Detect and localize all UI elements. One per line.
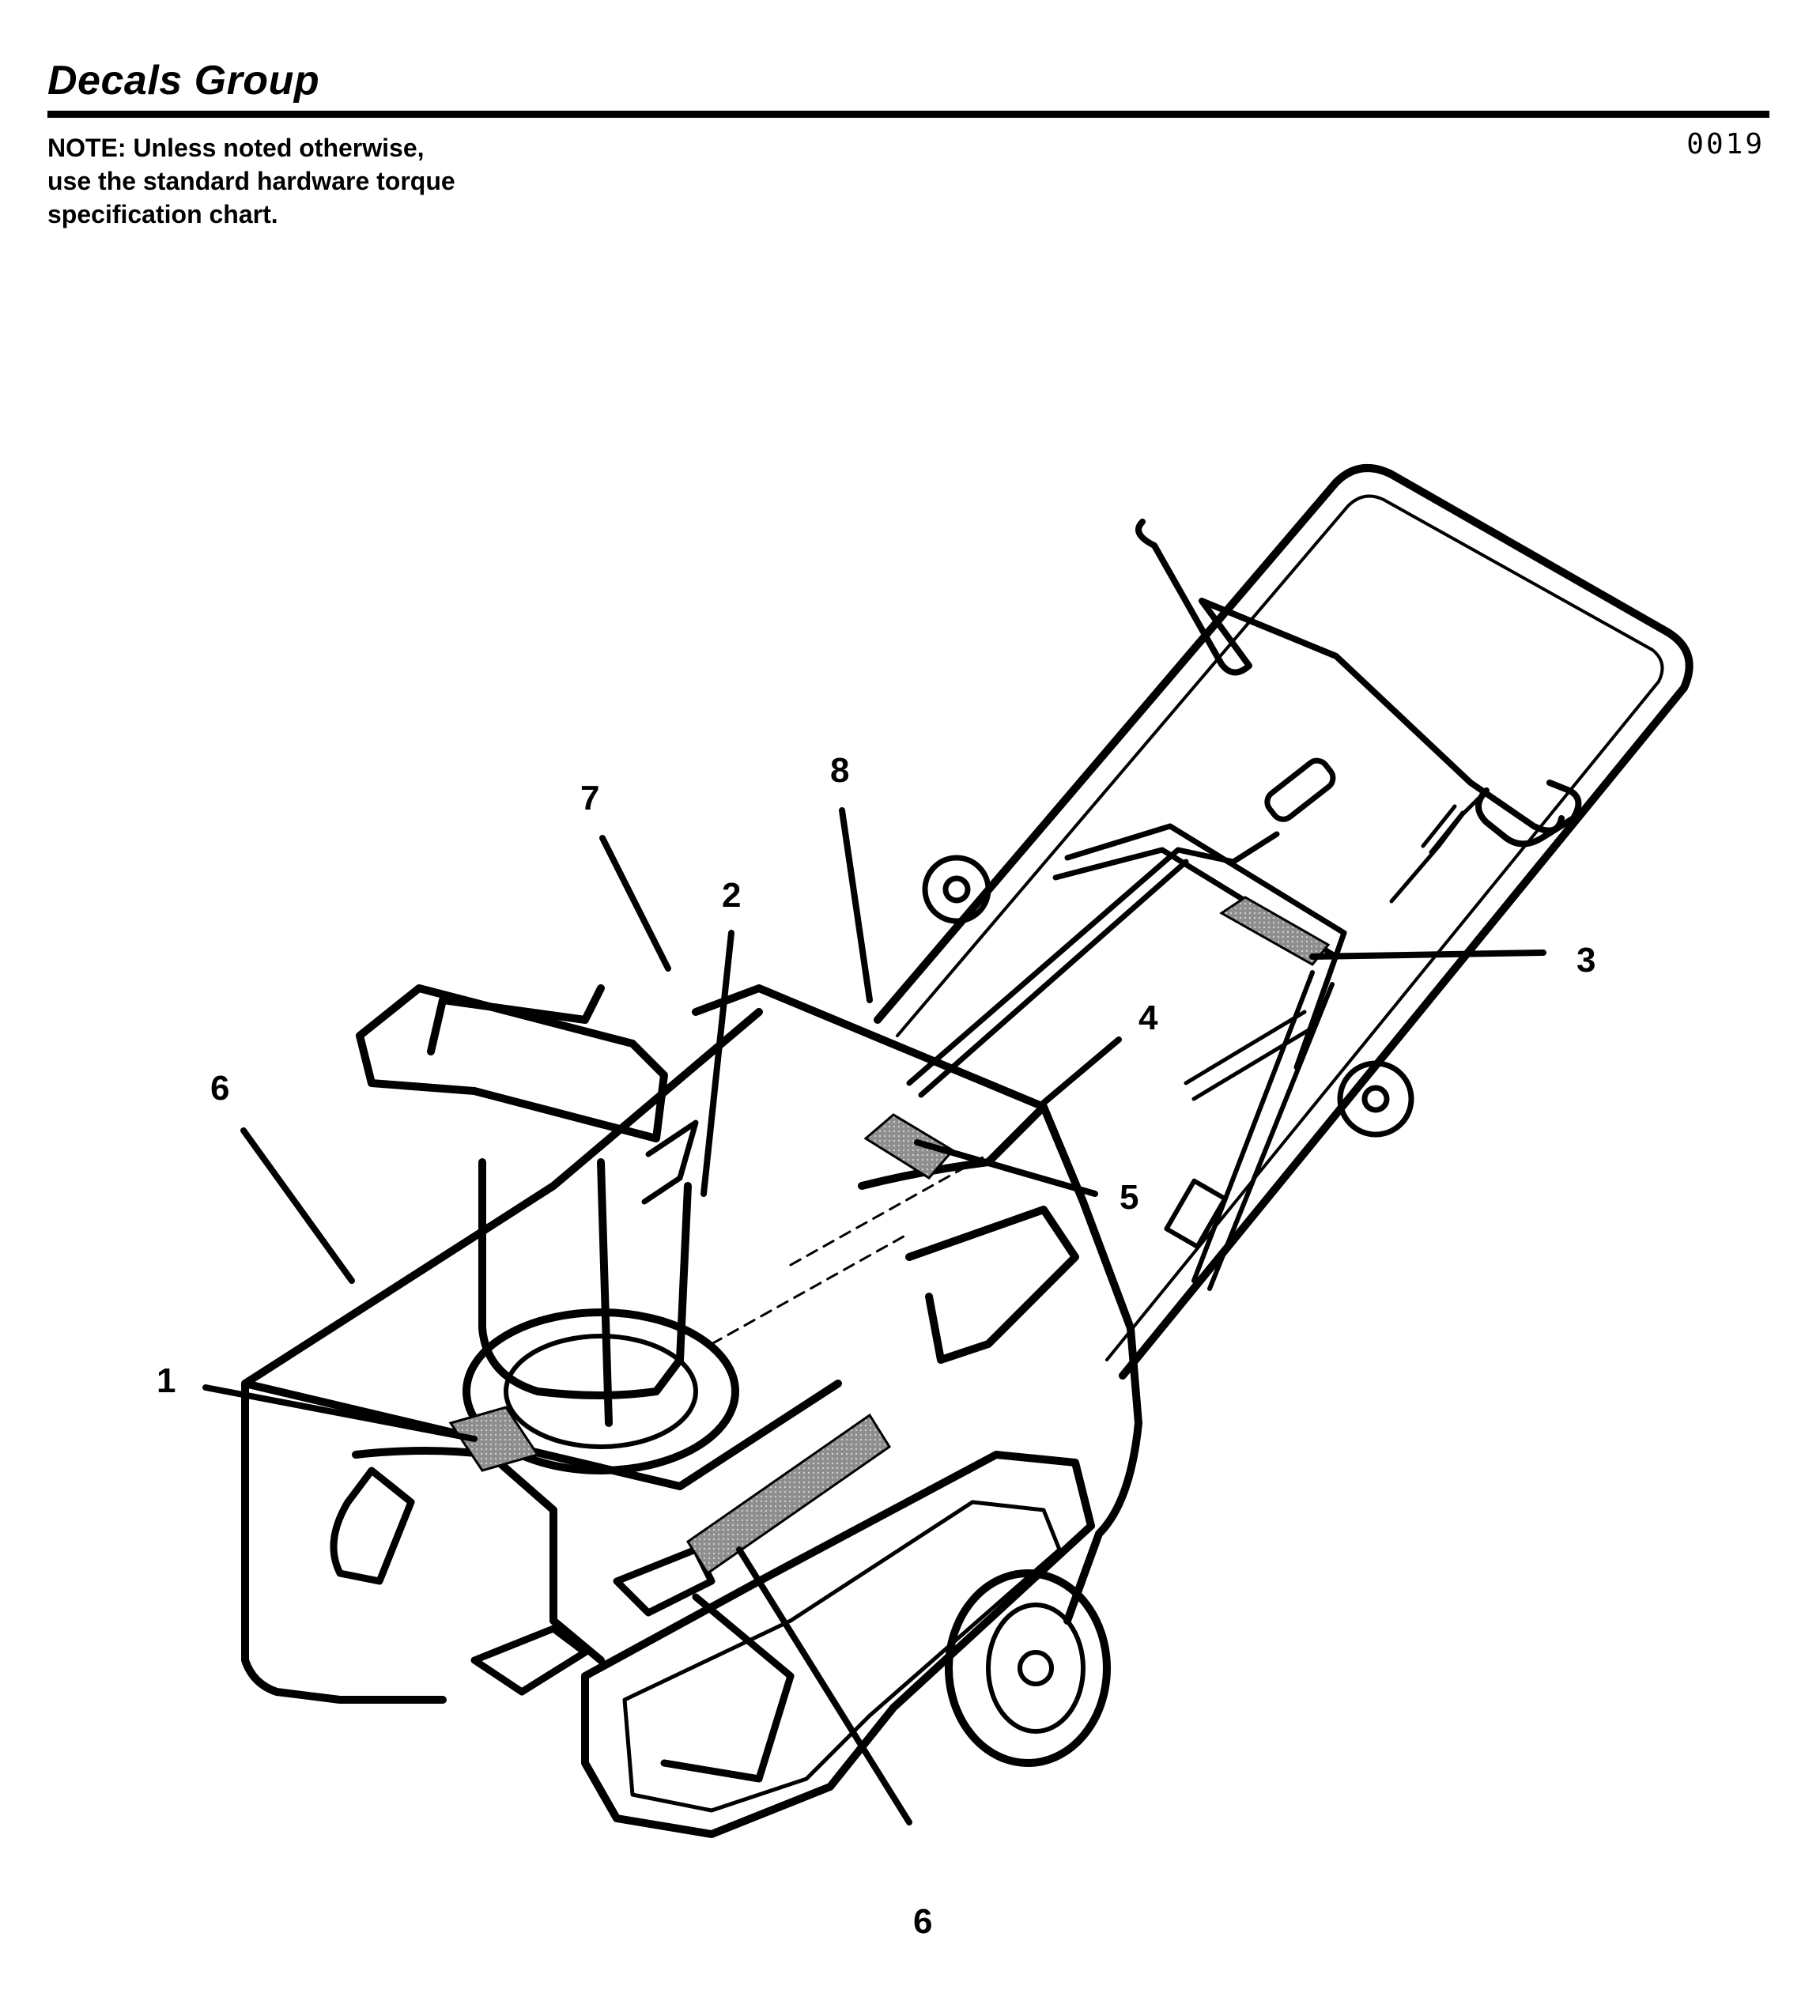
discharge-chute bbox=[356, 984, 739, 1474]
leader-1 bbox=[202, 1384, 478, 1442]
callout-5: 5 bbox=[1120, 1178, 1139, 1217]
decals bbox=[448, 896, 1331, 1576]
leader-lines bbox=[202, 807, 1546, 1825]
note-line-3: specification chart. bbox=[47, 200, 278, 228]
leader-6-top bbox=[240, 1127, 355, 1284]
note-line-2: use the standard hardware torque bbox=[47, 167, 455, 195]
callout-1: 1 bbox=[157, 1361, 176, 1400]
page-title: Decals Group bbox=[47, 58, 320, 104]
leader-5 bbox=[914, 1139, 1098, 1197]
leader-3 bbox=[1309, 949, 1546, 960]
note-line-1: NOTE: Unless noted otherwise, bbox=[47, 134, 425, 162]
callout-2: 2 bbox=[722, 876, 742, 915]
leader-8 bbox=[839, 807, 873, 1003]
title-divider bbox=[47, 111, 1769, 118]
figure-id: 0019 bbox=[1686, 128, 1765, 160]
side-panel bbox=[581, 1451, 1095, 1838]
decal-3 bbox=[1219, 896, 1331, 966]
callout-6-top: 6 bbox=[210, 1069, 230, 1108]
callout-6-bottom: 6 bbox=[913, 1902, 933, 1941]
panel-seams bbox=[710, 1153, 990, 1551]
throttle-cable bbox=[1389, 796, 1481, 904]
auger-housing bbox=[241, 1008, 842, 1704]
decal-1 bbox=[448, 1406, 540, 1472]
chute-control-rod bbox=[906, 757, 1336, 1101]
leader-7 bbox=[599, 835, 671, 972]
leader-2 bbox=[700, 930, 734, 1197]
callout-7: 7 bbox=[580, 779, 600, 817]
leader-6-bottom bbox=[736, 1546, 912, 1825]
front-skid bbox=[330, 1467, 795, 1783]
control-bail bbox=[1135, 519, 1582, 848]
handle-frame bbox=[874, 464, 1694, 1380]
wheel bbox=[945, 1569, 1111, 1767]
decal-6-side bbox=[685, 1413, 892, 1576]
lower-rail bbox=[1164, 970, 1335, 1291]
torque-note: NOTE: Unless noted otherwise, use the st… bbox=[47, 131, 455, 231]
callout-8: 8 bbox=[830, 751, 850, 790]
leader-4 bbox=[1040, 1036, 1122, 1106]
callout-4: 4 bbox=[1138, 999, 1158, 1037]
callout-3: 3 bbox=[1576, 941, 1596, 980]
